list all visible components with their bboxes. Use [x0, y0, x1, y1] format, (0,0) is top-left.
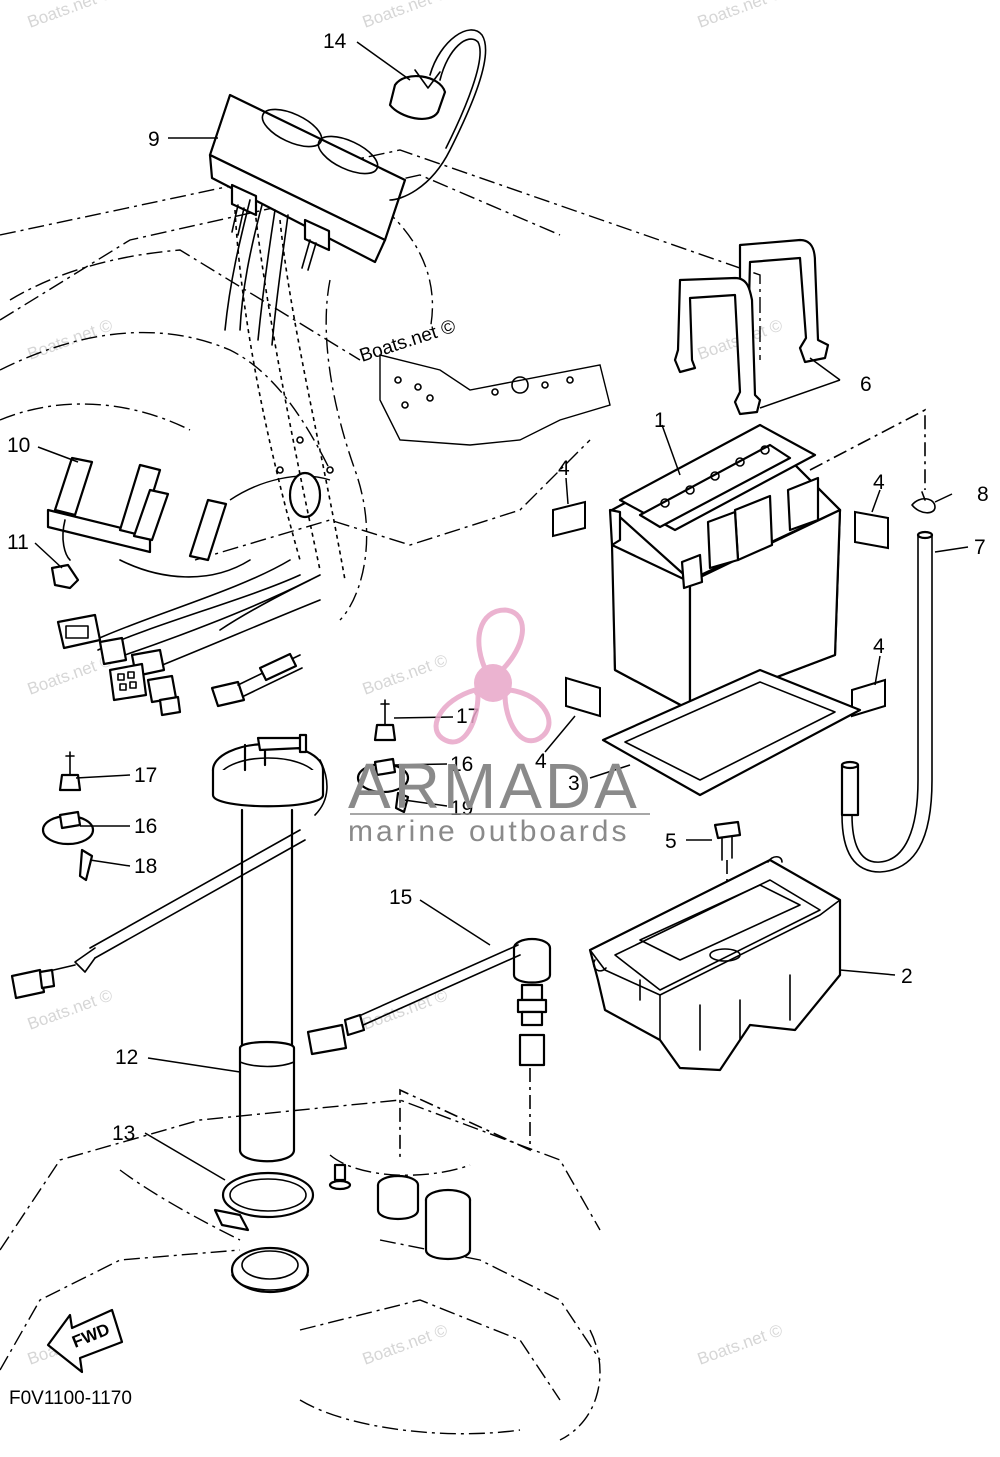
fuel-tank	[0, 1099, 601, 1441]
hose-clamp	[213, 1171, 315, 1294]
callout-numbers: 1 2 3 4 4 4 4 5 6 7 8 9 10 11 12 13 14 1…	[7, 30, 989, 1145]
callout-1: 1	[654, 409, 666, 432]
propeller-icon	[433, 607, 552, 745]
callout-9: 9	[148, 128, 160, 151]
callout-11: 11	[7, 531, 29, 554]
watermark: Boats.net ©	[695, 1320, 786, 1368]
callout-4: 4	[873, 471, 885, 494]
callout-4: 4	[558, 457, 570, 480]
cable-grommet	[388, 29, 487, 201]
callout-16: 16	[134, 815, 157, 838]
forward-arrow: FWD	[46, 1308, 124, 1374]
battery-bands	[673, 238, 841, 416]
callout-14: 14	[323, 30, 347, 53]
watermark: Boats.net ©	[695, 0, 786, 32]
callout-18: 18	[134, 855, 157, 878]
armada-logo: ARMADA marine outboards	[348, 607, 650, 848]
battery	[608, 423, 842, 712]
clamps-rivets	[41, 699, 410, 882]
logo-tagline: marine outboards	[348, 815, 629, 848]
battery-box	[588, 855, 842, 1072]
leader-lines	[34, 41, 969, 1181]
callout-6: 6	[860, 373, 872, 396]
callout-13: 13	[112, 1122, 135, 1145]
clip	[50, 563, 80, 590]
wire-bracket	[46, 456, 251, 578]
callout-16: 16	[450, 753, 473, 776]
callout-12: 12	[115, 1046, 138, 1069]
callout-7: 7	[974, 536, 986, 559]
callout-8: 8	[977, 483, 989, 506]
callout-17: 17	[134, 764, 157, 787]
callout-4: 4	[535, 750, 547, 773]
callout-4: 4	[873, 635, 885, 658]
watermark: Boats.net ©	[25, 315, 116, 363]
sensor	[306, 937, 552, 1160]
callout-15: 15	[389, 886, 412, 909]
watermark: Boats.net ©	[360, 1320, 451, 1368]
callout-3: 3	[568, 772, 580, 795]
meter-box	[208, 93, 407, 346]
callout-5: 5	[665, 830, 677, 853]
logo-name: ARMADA	[348, 750, 640, 822]
wire-harness	[56, 559, 321, 717]
battery-tray-pad	[601, 668, 862, 797]
callout-10: 10	[7, 434, 30, 457]
hull-upper	[0, 149, 761, 621]
watermark: Boats.net ©	[25, 0, 116, 32]
watermark: Boats.net ©	[357, 316, 458, 367]
diagram-code: F0V1100-1170	[9, 1388, 132, 1409]
fuel-sender	[10, 733, 328, 1163]
callout-2: 2	[901, 965, 913, 988]
vent-hose	[809, 408, 936, 873]
watermark: Boats.net ©	[360, 0, 451, 32]
battery-pads	[552, 500, 889, 718]
watermark: Boats.net ©	[360, 650, 451, 698]
